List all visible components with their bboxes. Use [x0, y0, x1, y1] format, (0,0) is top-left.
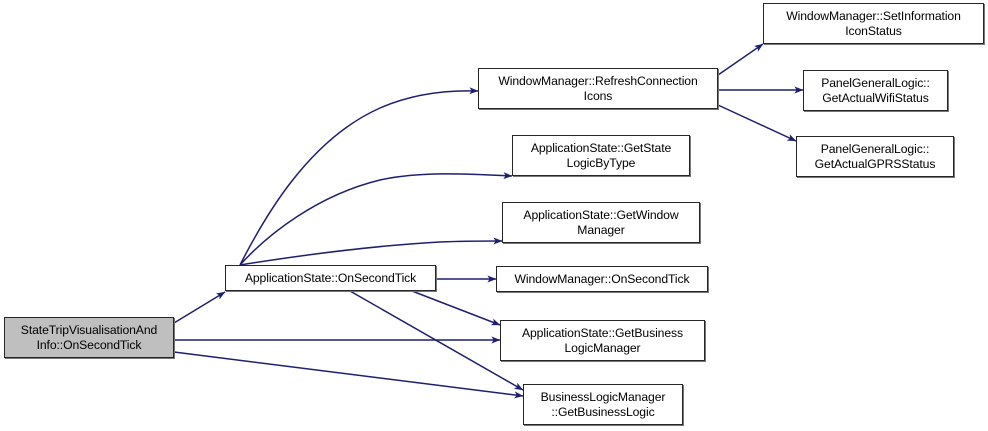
node-panelgenerallogic-getactualgprsstatus[interactable]: PanelGeneralLogic:: GetActualGPRSStatus	[796, 136, 954, 177]
edge-wm-refresh-to-pgl-gprs	[717, 104, 797, 142]
edge-root-to-blm-getbusinesslogic	[173, 351, 524, 399]
edge-wm-refresh-to-wm-setinfoiconstatus	[717, 43, 764, 76]
edge-app-onsecondtick-to-app-getwindowmanager	[239, 237, 503, 266]
edge-app-onsecondtick-to-blm-getbusinesslogic	[349, 290, 524, 391]
node-state-trip-visualisation-and-info-onsecondtick[interactable]: StateTripVisualisationAnd Info::OnSecond…	[4, 317, 174, 358]
edge-app-onsecondtick-to-app-getstatelogic	[239, 172, 513, 266]
node-windowmanager-onsecondtick[interactable]: WindowManager::OnSecondTick	[496, 266, 708, 292]
node-businesslogicmanager-getbusinesslogic[interactable]: BusinessLogicManager ::GetBusinessLogic	[523, 384, 683, 425]
edge-app-onsecondtick-to-app-getbusinesslogicmanager	[411, 290, 501, 326]
node-panelgenerallogic-getactualwifistatus[interactable]: PanelGeneralLogic:: GetActualWifiStatus	[803, 70, 948, 111]
node-applicationstate-getbusinesslogicmanager[interactable]: ApplicationState::GetBusiness LogicManag…	[500, 320, 705, 361]
node-windowmanager-setinformationiconstatus[interactable]: WindowManager::SetInformation IconStatus	[763, 3, 984, 44]
edge-app-onsecondtick-to-wm-refresh	[239, 87, 479, 266]
node-applicationstate-onsecondtick[interactable]: ApplicationState::OnSecondTick	[225, 265, 436, 291]
node-applicationstate-getwindowmanager[interactable]: ApplicationState::GetWindow Manager	[502, 202, 700, 243]
node-applicationstate-getstatelogicbytype[interactable]: ApplicationState::GetState LogicByType	[512, 135, 690, 176]
edge-root-to-app-onsecondtick	[173, 291, 226, 324]
node-windowmanager-refreshconnectionicons[interactable]: WindowManager::RefreshConnection Icons	[478, 68, 718, 109]
